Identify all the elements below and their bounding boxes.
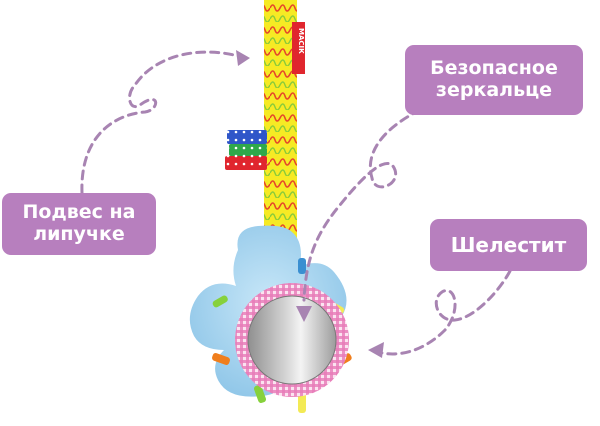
callout-velcro-hanger: Подвес на липучке <box>2 193 156 255</box>
velcro-strap: МАСІК <box>264 0 305 238</box>
callout-text-line1: Шелестит <box>450 232 567 257</box>
callout-arrows <box>80 50 512 356</box>
brand-tag-text: МАСІК <box>297 28 305 54</box>
arrowhead-flower <box>368 342 384 358</box>
callout-text-line2: зеркальце <box>435 79 553 101</box>
callout-text-line1: Безопасное <box>430 57 558 80</box>
callout-safe-mirror: Безопасное зеркальце <box>405 45 583 115</box>
callout-text-line1: Подвес на <box>22 201 136 224</box>
arrowheads <box>236 50 384 358</box>
callout-text-line2: липучке <box>33 223 125 245</box>
callout-rustles: Шелестит <box>430 219 587 271</box>
ribbon-loops <box>225 130 267 170</box>
safety-mirror <box>235 283 349 397</box>
arrowhead-mirror <box>296 306 312 322</box>
arrowhead-strap <box>236 50 250 66</box>
